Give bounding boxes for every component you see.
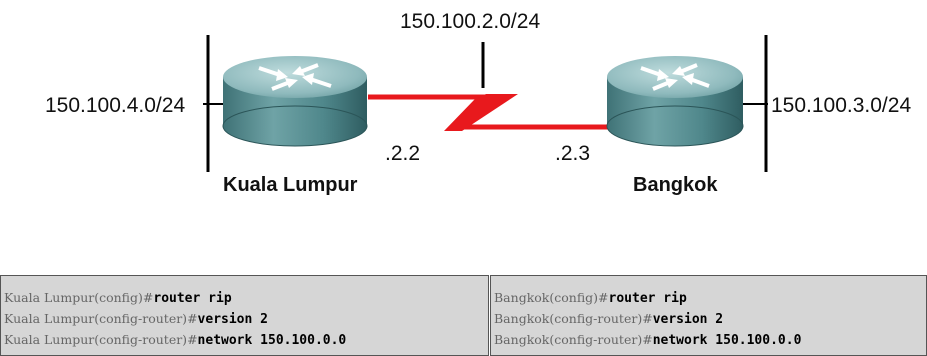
network-label-left: 150.100.4.0/24 bbox=[45, 94, 186, 117]
cli-line: Kuala Lumpur(config-router)#version 2 bbox=[4, 309, 488, 330]
cli-command: router rip bbox=[153, 291, 232, 306]
cli-panel-kuala-lumpur: Kuala Lumpur(config)#router rip Kuala Lu… bbox=[0, 275, 489, 356]
cli-prompt: Kuala Lumpur(config)# bbox=[4, 290, 154, 305]
cli-command: router rip bbox=[608, 291, 687, 306]
interface-label-bk: .2.3 bbox=[555, 142, 591, 165]
cli-prompt: Bangkok(config-router)# bbox=[494, 311, 653, 326]
cli-command: version 2 bbox=[652, 312, 724, 327]
cli-command: network 150.100.0.0 bbox=[652, 333, 802, 348]
router-icon bbox=[606, 56, 744, 147]
topology-diagram bbox=[203, 35, 768, 172]
cli-prompt: Kuala Lumpur(config-router)# bbox=[4, 311, 198, 326]
cli-prompt: Bangkok(config)# bbox=[494, 290, 609, 305]
network-label-right: 150.100.3.0/24 bbox=[771, 94, 912, 117]
interface-label-kl: .2.2 bbox=[385, 142, 421, 165]
cli-command: network 150.100.0.0 bbox=[197, 333, 347, 348]
router-icon bbox=[222, 56, 368, 147]
cli-line: Bangkok(config-router)#network 150.100.0… bbox=[494, 330, 926, 351]
cli-command: version 2 bbox=[197, 312, 268, 327]
serial-link-bolt bbox=[444, 94, 518, 131]
cli-prompt: Bangkok(config-router)# bbox=[494, 332, 653, 347]
cli-line: Bangkok(config-router)#version 2 bbox=[494, 309, 926, 330]
network-label-top: 150.100.2.0/24 bbox=[400, 10, 541, 33]
cli-prompt: Kuala Lumpur(config-router)# bbox=[4, 332, 198, 347]
cli-line: Bangkok(config)#router rip bbox=[494, 288, 926, 309]
router-name-kl: Kuala Lumpur bbox=[223, 174, 358, 196]
cli-panel-bangkok: Bangkok(config)#router rip Bangkok(confi… bbox=[490, 275, 927, 356]
router-name-bk: Bangkok bbox=[633, 174, 718, 196]
cli-line: Kuala Lumpur(config)#router rip bbox=[4, 288, 488, 309]
cli-line: Kuala Lumpur(config-router)#network 150.… bbox=[4, 330, 488, 351]
